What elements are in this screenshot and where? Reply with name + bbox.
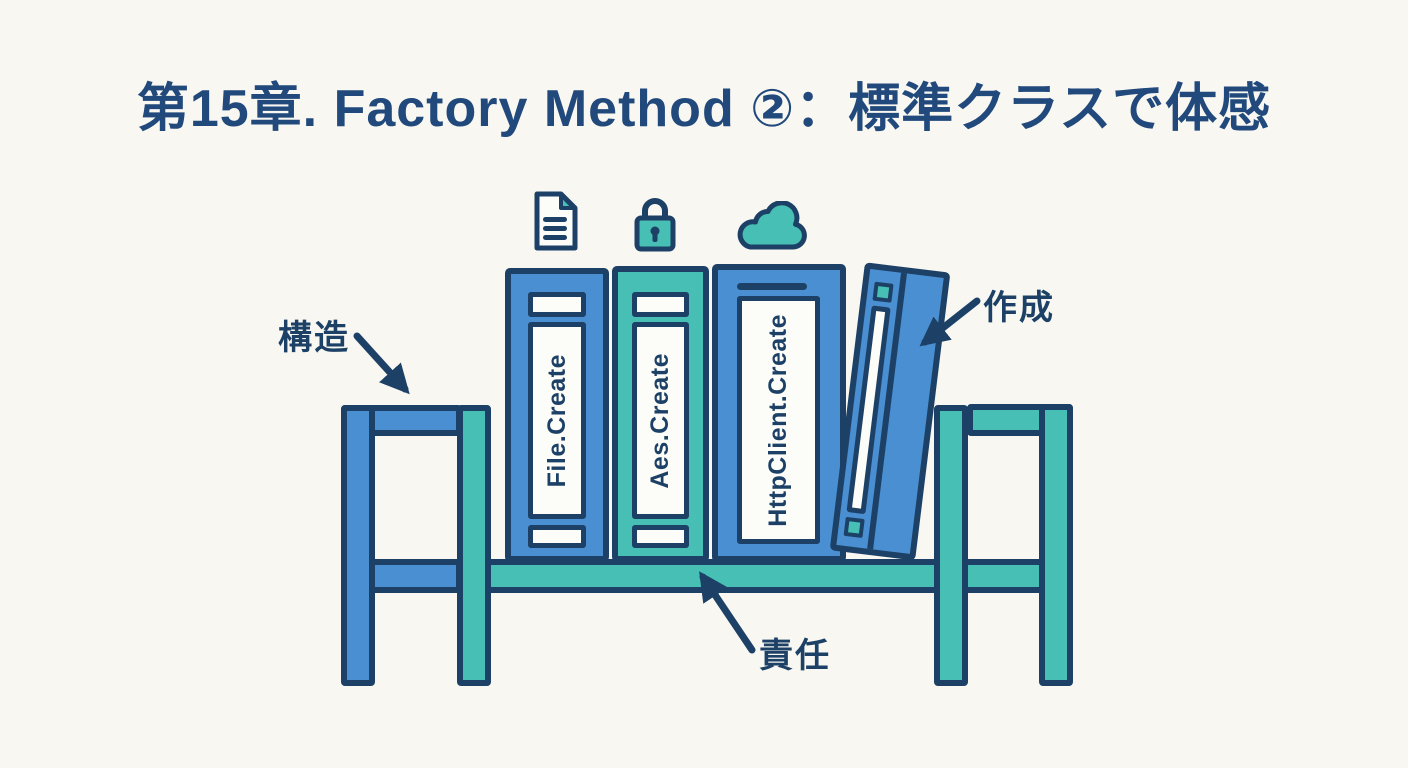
book-spine-bottom-band bbox=[528, 525, 586, 548]
annotation-responsibility-label: 責任 bbox=[759, 637, 831, 675]
book-label-text: Aes.Create bbox=[646, 352, 674, 489]
book-label-text: HttpClient.Create bbox=[764, 313, 792, 527]
shelf-right-inner-post bbox=[934, 405, 968, 686]
annotation-creation-label: 作成 bbox=[983, 289, 1055, 327]
book-httpclient-create: HttpClient.Create bbox=[712, 264, 846, 562]
annotation-structure-label: 構造 bbox=[278, 319, 350, 357]
book-spine-top-band bbox=[872, 281, 894, 303]
book-spine-label: HttpClient.Create bbox=[737, 296, 820, 544]
document-icon bbox=[530, 190, 580, 252]
book-spine-top-band bbox=[632, 292, 689, 317]
book-label-text: File.Create bbox=[542, 353, 571, 488]
book-spine-label: Aes.Create bbox=[632, 322, 689, 519]
book-file-create: File.Create bbox=[505, 268, 609, 562]
shelf-plank bbox=[459, 559, 1073, 593]
book-spine-deco-line bbox=[737, 283, 807, 290]
book-tilted-blank bbox=[829, 262, 951, 561]
lock-icon bbox=[632, 193, 678, 253]
book-spine-top-band bbox=[528, 292, 586, 317]
cloud-icon bbox=[731, 201, 813, 253]
shelf-left-outer-leg bbox=[341, 405, 375, 686]
book-spine-bottom-band bbox=[843, 516, 865, 539]
arrow-structure-to-frame bbox=[353, 332, 410, 395]
page-title: 第15章. Factory Method ②：標準クラスで体感 bbox=[136, 80, 1272, 138]
book-spine-label: File.Create bbox=[528, 322, 586, 519]
shelf-right-outer-leg bbox=[1039, 404, 1073, 686]
book-aes-create: Aes.Create bbox=[612, 266, 709, 562]
shelf-left-inner-post bbox=[457, 405, 491, 686]
book-spine-bottom-band bbox=[632, 525, 689, 548]
